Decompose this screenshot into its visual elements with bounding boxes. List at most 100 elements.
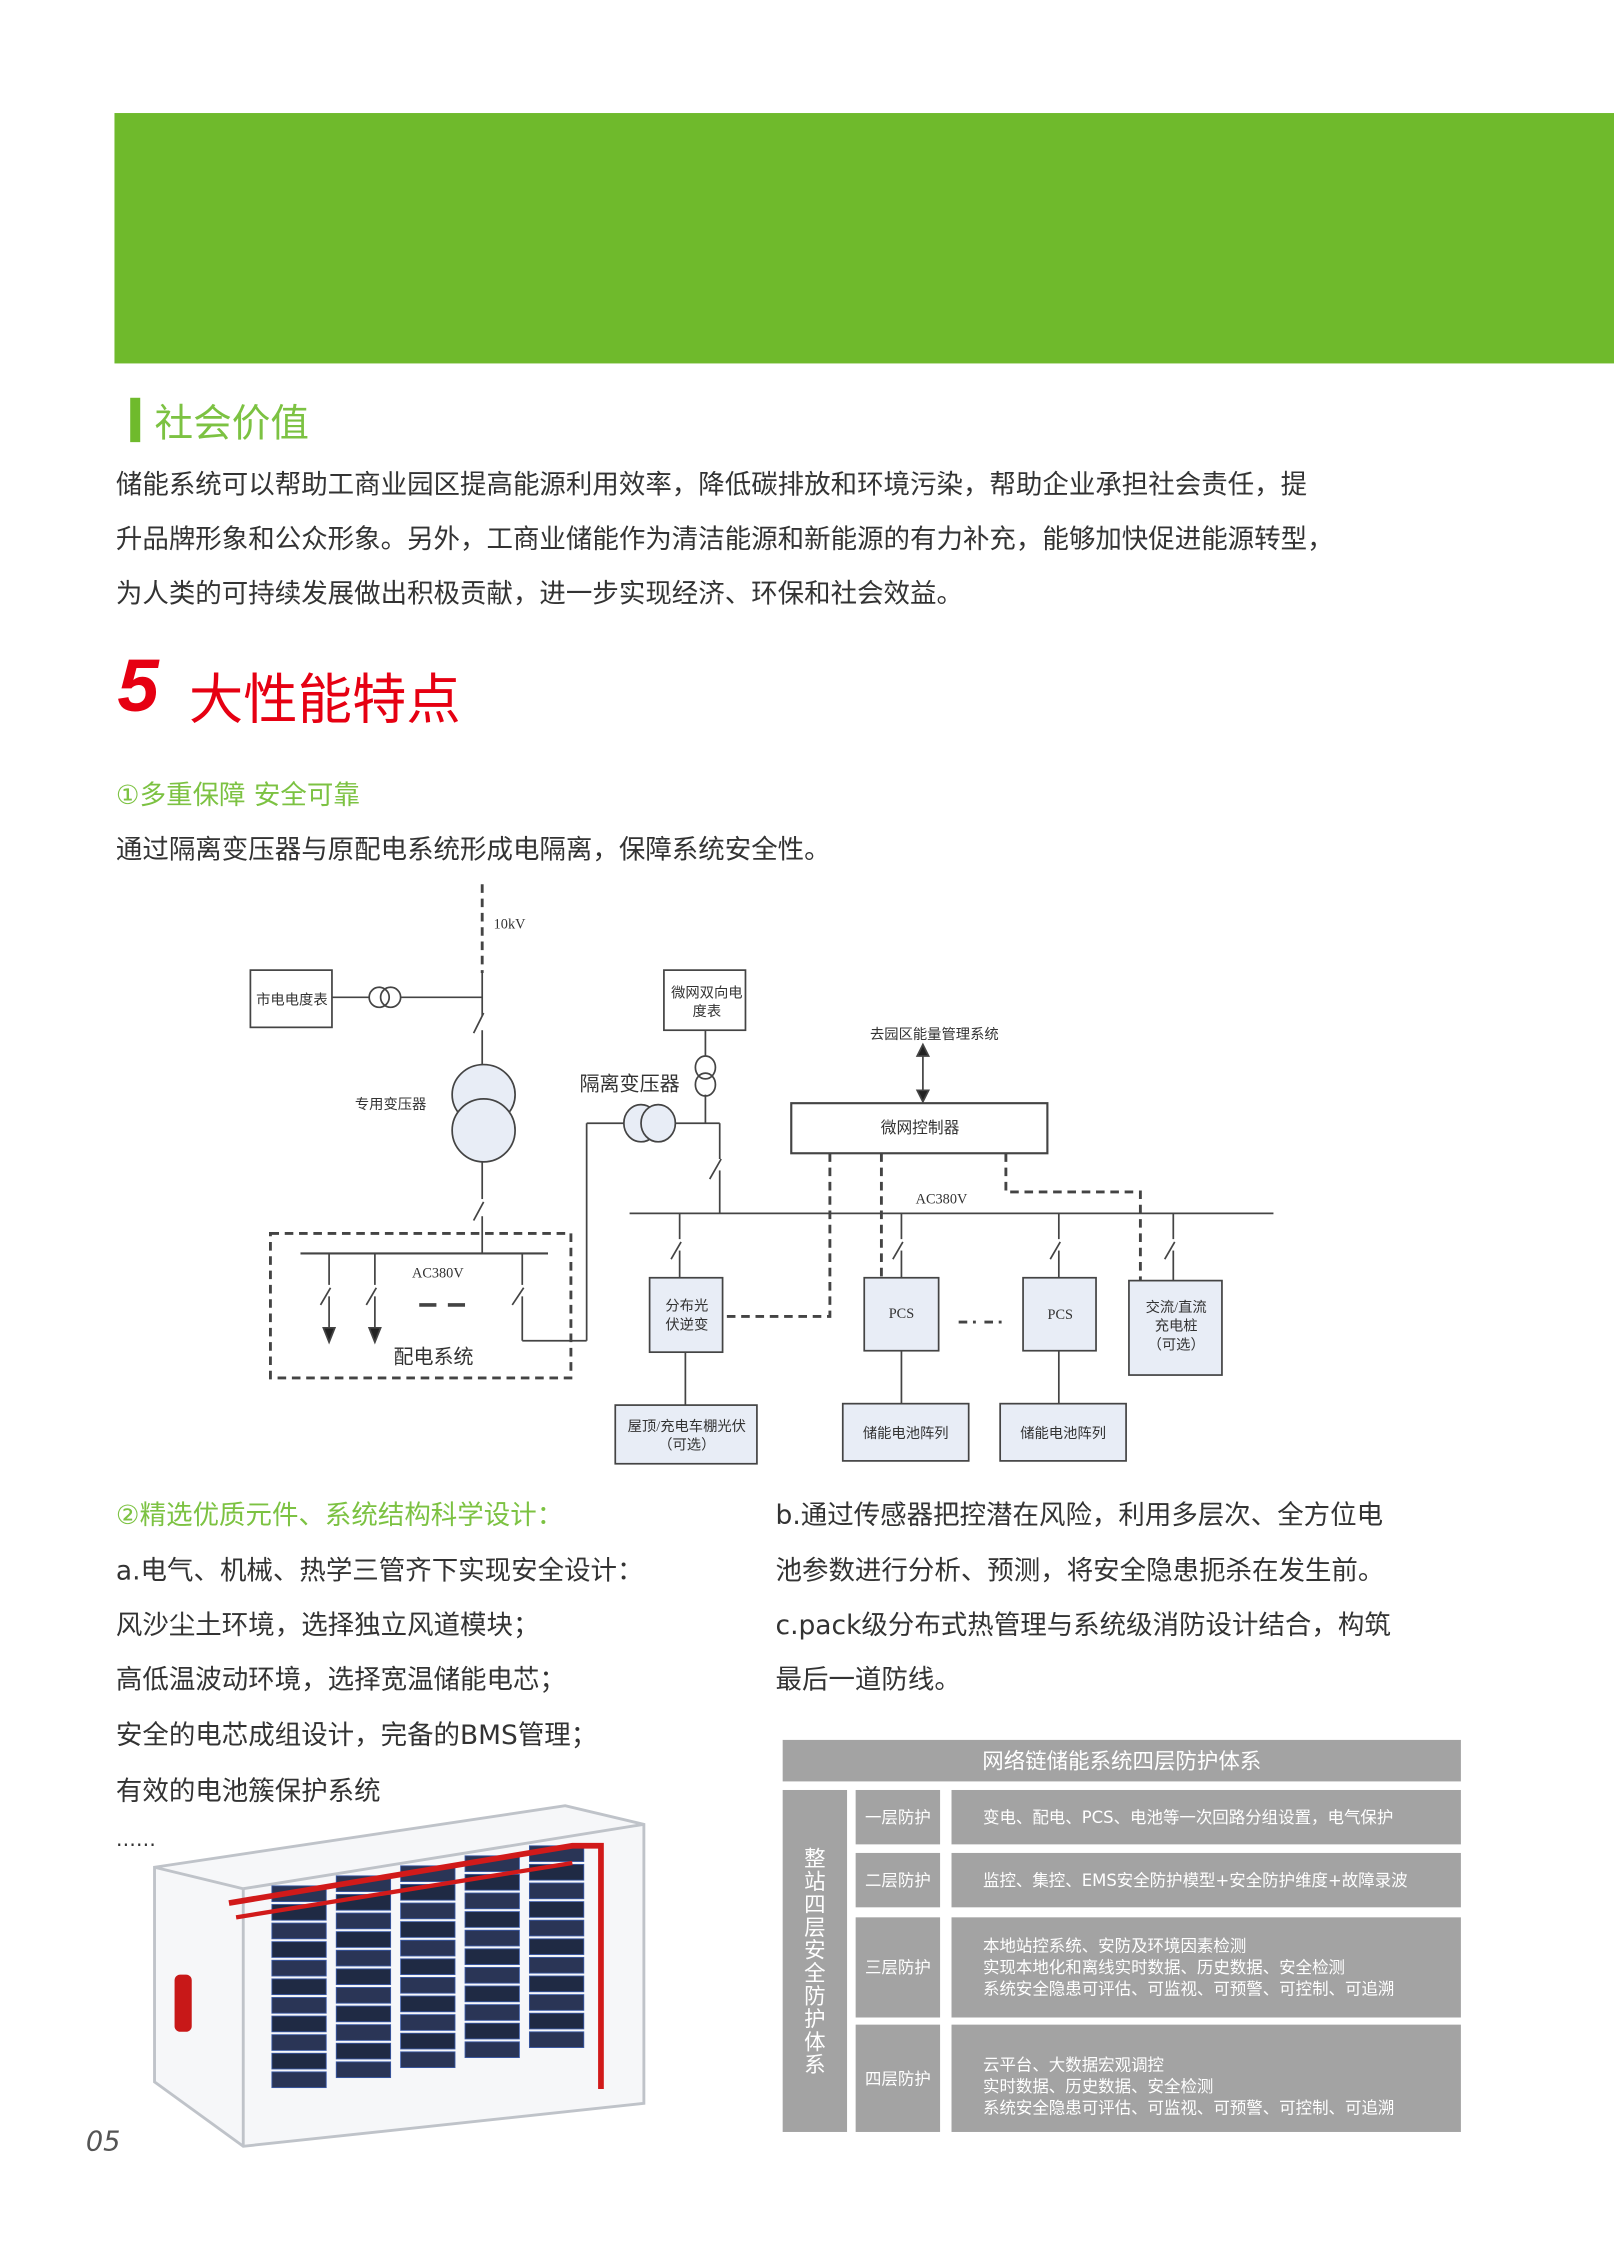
label-dist-system: 配电系统 [394, 1346, 474, 1369]
battery-module [464, 1966, 520, 1984]
battery-module [464, 1911, 520, 1928]
battery-module [400, 1958, 456, 1976]
battery-module [271, 1941, 327, 1958]
battery-module [528, 1994, 585, 2011]
battery-module [335, 1987, 392, 2004]
feature-2-line: 安全的电芯成组设计，完备的BMS管理； [115, 1721, 598, 1752]
label-pcs-1: PCS [889, 1306, 914, 1322]
battery-module [528, 1901, 585, 1918]
feature-2-line: 有效的电池簇保护系统 [115, 1777, 381, 1808]
battery-module [400, 2014, 456, 2031]
battery-module [528, 1975, 585, 1993]
battery-module [528, 1882, 585, 1900]
label-charger: 交流/直流 [1146, 1298, 1207, 1316]
green-banner [114, 113, 1614, 364]
battery-module [271, 2071, 327, 2089]
social-value-heading: 社会价值 [154, 402, 310, 447]
label-charger: 充电桩 [1155, 1318, 1198, 1335]
feature-2-line: 高低温波动环境，选择宽温储能电芯； [115, 1665, 566, 1696]
label-micro-meter: 微网双向电 [671, 984, 742, 1001]
label-dist-bus: AC380V [412, 1266, 464, 1282]
battery-module [528, 1919, 585, 1937]
battery-module [400, 1995, 456, 2013]
table-layer-label: 三层防护 [855, 1917, 941, 2018]
social-paragraph-line: 储能系统可以帮助工商业园区提高能源利用效率，降低碳排放和环境污染，帮助企业承担社… [115, 470, 1308, 501]
battery-module [528, 2012, 585, 2030]
label-pv-inverter: 分布光 [665, 1298, 708, 1315]
features-number: 5 [117, 645, 159, 729]
feature-1-text: 通过隔离变压器与原配电系统形成电隔离，保障系统安全性。 [115, 835, 831, 866]
desc-line: 系统安全隐患可评估、可监视、可预警、可控制、可追溯 [982, 2097, 1395, 2118]
battery-module [335, 1931, 392, 1948]
label-ems: 去园区能量管理系统 [870, 1026, 999, 1043]
battery-module [464, 2022, 520, 2040]
social-paragraph-line: 为人类的可持续发展做出积极贡献，进一步实现经济、环保和社会效益。 [115, 579, 963, 610]
battery-module [335, 2042, 392, 2060]
battery-module [335, 2024, 392, 2041]
desc-line: 本地站控系统、安防及环境因素检测 [982, 1935, 1247, 1956]
table-layer-desc: 云平台、大数据宏观调控 实时数据、历史数据、安全检测 系统安全隐患可评估、可监视… [951, 2024, 1461, 2132]
battery-module [335, 2005, 392, 2023]
table-side-label: 整站四层安全防护体系 [782, 1789, 848, 2132]
feature-2-right-line: 最后一道防线。 [775, 1665, 961, 1696]
battery-module [271, 1922, 327, 1940]
feature-2-right-line: b.通过传感器把控潜在风险，利用多层次、全方位电 [775, 1500, 1384, 1532]
label-controller: 微网控制器 [881, 1119, 960, 1137]
label-isolation-transformer: 隔离变压器 [580, 1072, 680, 1095]
label-10kv: 10kV [494, 917, 526, 933]
feature-2-ellipsis: …… [115, 1828, 156, 1852]
social-paragraph-line: 升品牌形象和公众形象。另外，工商业储能作为清洁能源和新能源的有力补充，能够加快促… [115, 525, 1334, 556]
page-number: 05 [85, 2126, 121, 2158]
feature-2-line: a.电气、机械、热学三管齐下实现安全设计： [115, 1556, 644, 1587]
battery-module [528, 1938, 585, 1955]
feature-2-right-line: 池参数进行分析、预测，将安全隐患扼杀在发生前。 [775, 1556, 1385, 1587]
battery-module [528, 2031, 585, 2048]
battery-module [400, 1939, 456, 1957]
battery-module [464, 2004, 520, 2021]
desc-line: 云平台、大数据宏观调控 [982, 2054, 1164, 2075]
battery-module [271, 1959, 327, 1977]
battery-module [335, 2061, 392, 2079]
table-layer-desc: 监控、集控、EMS安全防护模型+安全防护维度+故障录波 [951, 1852, 1461, 1908]
desc-line: 系统安全隐患可评估、可监视、可预警、可控制、可追溯 [982, 1978, 1395, 1999]
battery-module [400, 2051, 456, 2069]
table-title: 网络链储能系统四层防护体系 [782, 1739, 1461, 1782]
label-charger: （可选） [1148, 1336, 1205, 1353]
label-pcs-2: PCS [1048, 1307, 1073, 1323]
battery-module [464, 1985, 520, 2003]
battery-module [528, 1956, 585, 1974]
table-layer-desc: 变电、配电、PCS、电池等一次回路分组设置，电气保护 [951, 1789, 1461, 1845]
battery-module [400, 1902, 456, 1920]
battery-module [400, 1977, 456, 1994]
table-layer-label: 四层防护 [855, 2024, 941, 2132]
feeder-branches [670, 1213, 1176, 1406]
feature-1-title: ①多重保障 安全可靠 [115, 781, 360, 812]
feature-2-right-line: c.pack级分布式热管理与系统级消防设计结合，构筑 [775, 1611, 1391, 1642]
label-battery-2: 储能电池阵列 [1020, 1425, 1106, 1442]
label-micro-meter: 度表 [693, 1003, 722, 1020]
battery-module [335, 1949, 392, 1967]
battery-module [271, 2015, 327, 2033]
battery-module [271, 2034, 327, 2051]
battery-module [335, 1968, 392, 1986]
battery-module [464, 1948, 520, 1965]
heading-accent-bar [130, 397, 141, 443]
desc-line: 实现本地化和离线实时数据、历史数据、安全检测 [982, 1956, 1345, 1977]
desc-line: 实时数据、历史数据、安全检测 [982, 2076, 1214, 2097]
battery-module [464, 1929, 520, 1947]
label-pv-inverter: 伏逆变 [665, 1316, 708, 1333]
label-dedicated-transformer: 专用变压器 [355, 1096, 426, 1113]
battery-module [400, 1921, 456, 1938]
label-battery-1: 储能电池阵列 [863, 1425, 949, 1442]
label-rooftop-pv: （可选） [658, 1436, 715, 1453]
battery-module [464, 2041, 520, 2058]
features-title: 大性能特点 [188, 668, 461, 732]
label-rooftop-pv: 屋顶/充电车棚光伏 [628, 1418, 746, 1435]
table-layer-label: 二层防护 [855, 1852, 941, 1908]
table-layer-label: 一层防护 [855, 1789, 941, 1845]
feature-2-title: ②精选优质元件、系统结构科学设计： [115, 1500, 564, 1532]
battery-module [271, 1978, 327, 1996]
label-main-bus: AC380V [916, 1191, 968, 1207]
